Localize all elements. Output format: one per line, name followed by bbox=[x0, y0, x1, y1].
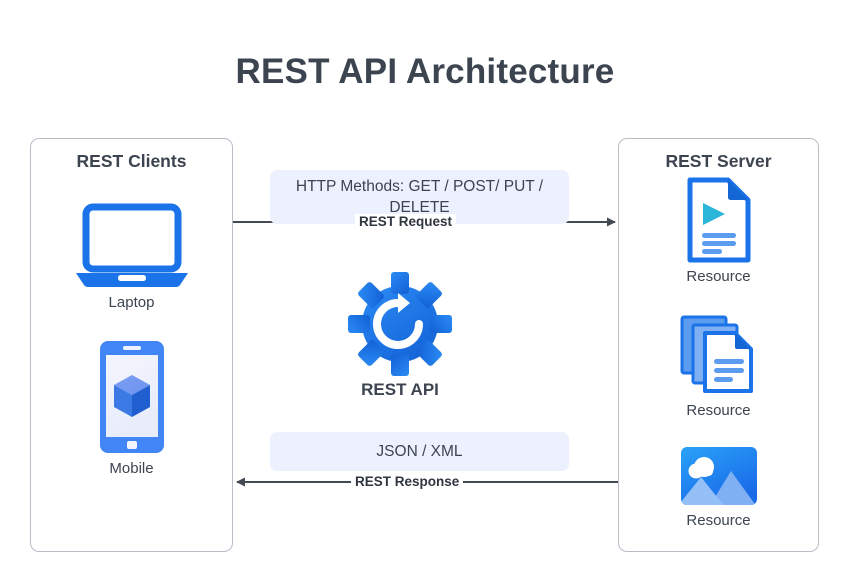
server-node-resource-1-label: Resource bbox=[686, 268, 751, 285]
server-node-resource-3[interactable]: Resource bbox=[619, 445, 818, 529]
rest-clients-panel: REST Clients Laptop bbox=[30, 138, 233, 552]
rest-request-caption: REST Request bbox=[355, 214, 457, 229]
rest-server-panel: REST Server Resource bbox=[618, 138, 819, 552]
image-photo-icon bbox=[680, 447, 757, 505]
client-node-mobile[interactable]: Mobile bbox=[31, 339, 232, 477]
rest-server-title: REST Server bbox=[665, 151, 772, 171]
document-media-icon bbox=[687, 177, 750, 263]
rest-clients-title: REST Clients bbox=[76, 151, 187, 171]
client-node-laptop[interactable]: Laptop bbox=[31, 203, 232, 311]
server-node-resource-3-label: Resource bbox=[686, 512, 751, 529]
gear-refresh-icon bbox=[348, 272, 452, 376]
page-title: REST API Architecture bbox=[235, 52, 615, 91]
client-node-laptop-label: Laptop bbox=[108, 294, 155, 311]
stacked-documents-icon bbox=[680, 315, 753, 393]
rest-response-caption: REST Response bbox=[351, 474, 464, 489]
server-node-resource-2-label: Resource bbox=[686, 402, 751, 419]
rest-api-node[interactable]: REST API bbox=[335, 272, 465, 400]
mobile-phone-icon bbox=[99, 341, 164, 453]
client-node-mobile-label: Mobile bbox=[109, 460, 154, 477]
json-xml-chip: JSON / XML bbox=[270, 432, 569, 471]
server-node-resource-1[interactable]: Resource bbox=[619, 177, 818, 285]
laptop-icon bbox=[75, 203, 188, 287]
server-node-resource-2[interactable]: Resource bbox=[619, 311, 818, 419]
rest-api-label: REST API bbox=[361, 380, 439, 399]
